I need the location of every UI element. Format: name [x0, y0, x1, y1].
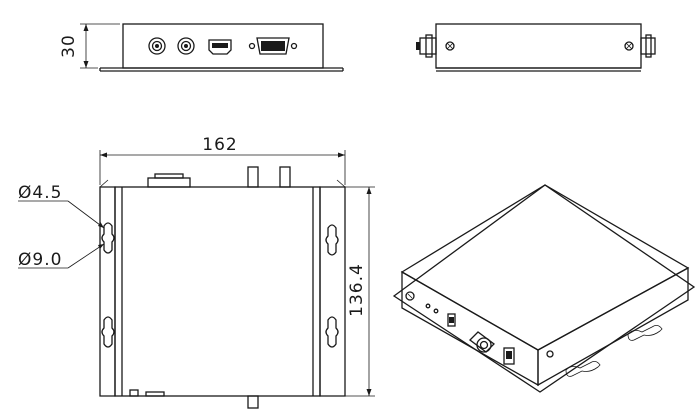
isometric-view — [392, 184, 696, 393]
height-dimension: 30 — [59, 23, 120, 69]
width-dimension-label: 162 — [202, 135, 237, 155]
hole-small-label: Ø4.5 — [18, 183, 62, 203]
bnc-connector-2 — [177, 37, 195, 55]
hdmi-port — [208, 39, 232, 55]
slot-hole-right-bottom — [325, 316, 339, 348]
slot-hole-right-top — [325, 224, 339, 256]
bnc-connector-1 — [148, 37, 166, 55]
side-view — [416, 23, 656, 72]
top-view: 162 136.4 Ø4.5 Ø9.0 — [18, 135, 375, 409]
hole-large-label: Ø9.0 — [18, 250, 62, 270]
vga-port — [248, 37, 298, 55]
hole-callout-small: Ø4.5 — [18, 183, 105, 229]
front-view: 30 — [59, 23, 344, 72]
depth-dimension: 136.4 — [325, 186, 375, 397]
iso-front-panel — [405, 291, 554, 365]
screw-right-icon — [624, 41, 634, 51]
height-dimension-label: 30 — [59, 34, 79, 58]
screw-left-icon — [445, 41, 455, 51]
slot-hole-left-top — [101, 222, 115, 254]
slot-hole-left-bottom — [101, 316, 115, 348]
width-dimension: 162 — [99, 135, 346, 185]
hole-callout-large: Ø9.0 — [18, 243, 105, 270]
depth-dimension-label: 136.4 — [347, 263, 367, 317]
